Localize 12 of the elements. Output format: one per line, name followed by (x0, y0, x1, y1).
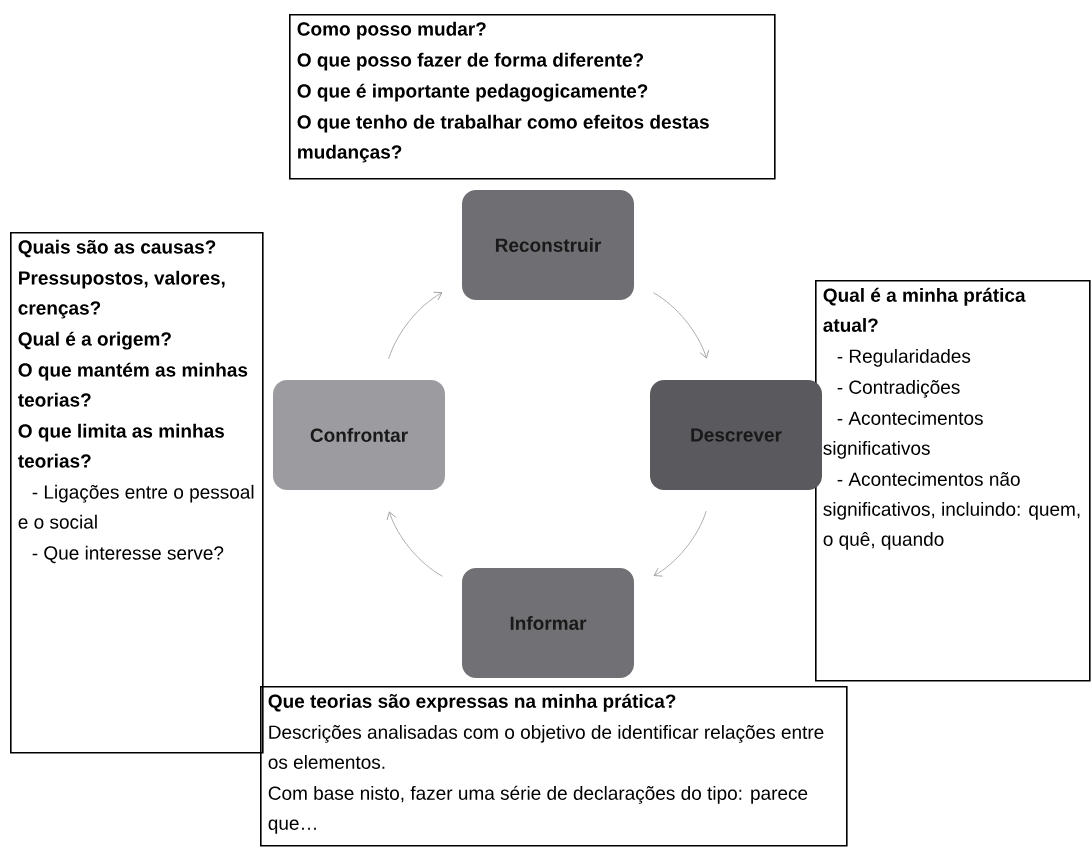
arrow (653, 292, 710, 359)
arrow (653, 510, 707, 577)
text-box: Quais são as causas? Pressupostos, valores, crenças? Qual é a origem? O que mantém as minhas teorias? O que limita as minhas teorias? - Ligações entre o pessoal e o social - Que interesse serve? (10, 232, 264, 754)
arrow (386, 511, 443, 577)
text-box: Que teorias são expressas na minha prática? Descrições analisadas com o objetivo de identificar relações entre os elementos. Com base nisto, fazer uma série de declarações do tipo: parece que… (260, 686, 848, 847)
process-box: Reconstruir (462, 190, 634, 300)
process-box: Confrontar (273, 380, 445, 490)
process-box: Informar (462, 568, 634, 678)
arrow (388, 291, 443, 360)
text-box: Qual é a minha prática atual? - Regularidades - Contradições - Acontecimentos significativos - Acontecimentos não significativos, incluindo: quem, o quê, quando (815, 280, 1091, 682)
process-box: Descrever (650, 380, 822, 490)
text-box: Como posso mudar? O que posso fazer de forma diferente? O que é importante pedagogicamente? O que tenho de trabalhar como efeitos destas mudanças? (289, 14, 776, 180)
